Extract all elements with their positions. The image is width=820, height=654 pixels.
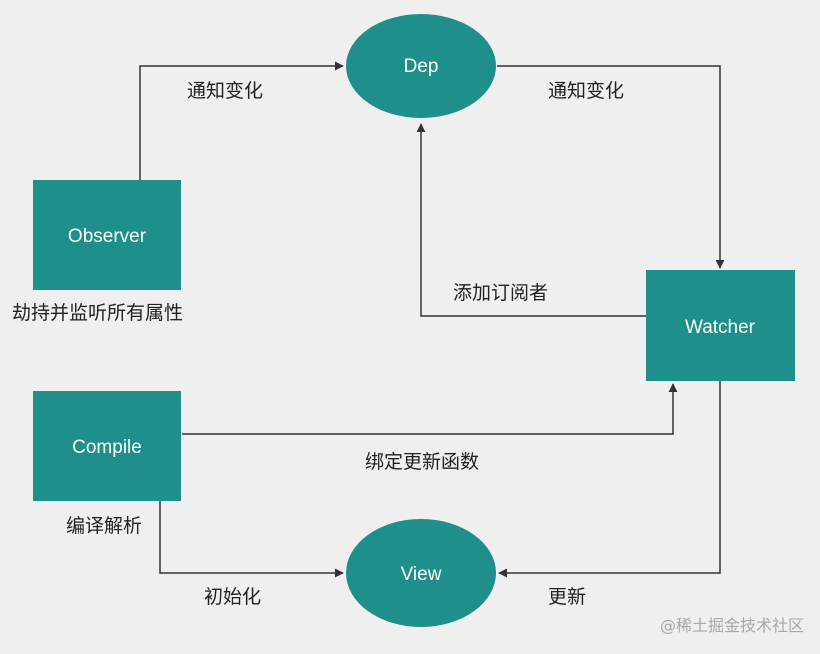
label-dep-to-watcher: 通知变化 — [548, 80, 624, 102]
dep-node: Dep — [346, 14, 496, 118]
edge-dep-to-watcher — [497, 65, 725, 269]
view-label: View — [401, 564, 442, 585]
label-compile-to-watcher: 绑定更新函数 — [365, 451, 479, 473]
observer-label: Observer — [68, 226, 147, 247]
label-watcher-to-dep: 添加订阅者 — [453, 282, 548, 304]
compile-label: Compile — [72, 437, 142, 458]
watcher-label: Watcher — [685, 317, 756, 338]
edge-observer-to-dep — [139, 61, 344, 180]
watermark: @稀土掘金技术社区 — [660, 616, 804, 635]
label-compile-to-view: 初始化 — [204, 586, 261, 608]
edge-watcher-to-dep — [416, 123, 646, 317]
view-node: View — [346, 519, 496, 627]
label-compile-caption: 编译解析 — [66, 515, 142, 537]
edge-compile-to-watcher — [182, 383, 678, 435]
label-watcher-to-view: 更新 — [548, 586, 586, 608]
label-observer-to-dep: 通知变化 — [187, 80, 263, 102]
compile-node: Compile — [33, 391, 181, 501]
dep-label: Dep — [404, 56, 439, 77]
edge-watcher-to-view — [498, 381, 721, 578]
observer-node: Observer — [33, 180, 181, 290]
edge-compile-to-view — [159, 501, 344, 578]
label-observer-caption: 劫持并监听所有属性 — [12, 302, 183, 324]
watcher-node: Watcher — [646, 270, 795, 381]
